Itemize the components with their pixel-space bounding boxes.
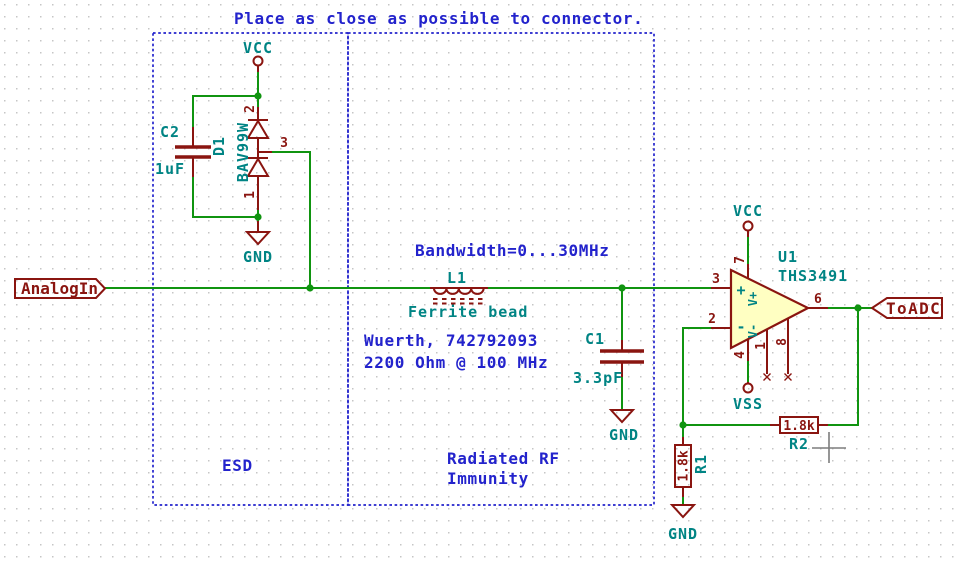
hier-label-analogin[interactable]: AnalogIn — [14, 278, 107, 299]
toadc-label[interactable]: ToADC — [886, 299, 941, 318]
vss-u1-label[interactable]: VSS — [733, 395, 763, 413]
opamp-u1[interactable]: + V+ - V- 3 2 6 7 4 1 8 U1 THS3491 — [708, 248, 848, 381]
esd-region-box[interactable]: ESD — [152, 32, 349, 506]
note-bandwidth[interactable]: Bandwidth=0...30MHz — [415, 241, 609, 260]
power-vcc-d1[interactable]: VCC — [243, 39, 273, 72]
power-gnd-d1[interactable]: GND — [243, 221, 273, 266]
wire-feedback-inverting[interactable] — [682, 327, 711, 437]
inductor-l1[interactable]: L1 Ferrite bead — [408, 269, 528, 321]
opamp-body-icon[interactable] — [729, 268, 811, 350]
gnd-triangle-icon — [608, 409, 636, 424]
inductor-arcs-icon — [433, 288, 485, 295]
u1-pin7-number: 7 — [733, 256, 748, 264]
analogin-label[interactable]: AnalogIn — [21, 279, 98, 298]
junction-feedback-divider — [679, 421, 687, 429]
resistor-r2[interactable]: 1.8k R2 — [770, 416, 828, 453]
wire-c2-top[interactable] — [192, 95, 258, 127]
wire-c2-bottom[interactable] — [192, 177, 258, 218]
u1-pin2-number: 2 — [708, 312, 716, 327]
c2-value[interactable]: 1uF — [155, 160, 185, 178]
resistor-body-icon[interactable] — [779, 416, 819, 434]
r1-value[interactable]: 1.8k — [677, 450, 692, 481]
note-part-spec[interactable]: 2200 Ohm @ 100 MHz — [364, 353, 548, 372]
crosshair-icon — [812, 432, 846, 463]
no-connect-pin8-icon — [784, 373, 792, 381]
d1-pin2-number: 2 — [243, 105, 258, 113]
r2-value[interactable]: 1.8k — [783, 419, 814, 434]
no-connect-pin1-icon — [763, 373, 771, 381]
esd-box-label[interactable]: ESD — [222, 456, 253, 475]
d1-value[interactable]: BAV99W — [234, 122, 252, 182]
d1-pin1-number: 1 — [243, 191, 258, 199]
u1-pin8-number: 8 — [775, 338, 790, 346]
analogin-flag-outline — [14, 278, 107, 299]
l1-value[interactable]: Ferrite bead — [408, 303, 528, 321]
u1-pin6-number: 6 — [814, 292, 822, 307]
wire-d1-tap[interactable] — [272, 151, 311, 288]
wire-output-feedback[interactable] — [828, 308, 859, 426]
power-gnd-r1[interactable]: GND — [668, 504, 698, 543]
junction-esd-main — [306, 284, 314, 292]
capacitor-c1[interactable]: C1 3.3pF — [573, 330, 644, 387]
junction-c1-main — [618, 284, 626, 292]
vcc-d1-label[interactable]: VCC — [243, 39, 273, 57]
power-vcc-u1[interactable]: VCC — [733, 202, 763, 237]
resistor-r1[interactable]: 1.8k R1 — [674, 437, 710, 497]
esd-box-outline[interactable] — [152, 32, 349, 506]
r1-reference[interactable]: R1 — [692, 454, 710, 474]
u1-vplus-marker: V+ — [746, 292, 760, 306]
power-vss-u1[interactable]: VSS — [733, 382, 763, 413]
d1-reference[interactable]: D1 — [210, 136, 228, 156]
gnd-c1-label[interactable]: GND — [609, 426, 639, 444]
rf-box-label-line2[interactable]: Immunity — [447, 469, 529, 488]
l1-reference[interactable]: L1 — [447, 269, 467, 287]
r2-reference[interactable]: R2 — [789, 435, 809, 453]
u1-reference[interactable]: U1 — [778, 248, 798, 266]
cursor-crosshair — [812, 432, 846, 463]
capacitor-c2[interactable]: C2 1uF — [155, 123, 211, 178]
note-part-number[interactable]: Wuerth, 742792093 — [364, 331, 538, 350]
d1-pin3-number: 3 — [280, 136, 288, 151]
power-gnd-c1[interactable]: GND — [608, 409, 639, 444]
toadc-flag-outline — [870, 297, 943, 319]
rf-box-outline[interactable] — [347, 32, 655, 506]
u1-value[interactable]: THS3491 — [778, 267, 848, 285]
note-title[interactable]: Place as close as possible to connector. — [234, 9, 643, 28]
capacitor-plates-icon — [175, 145, 211, 159]
u1-pin4-number: 4 — [733, 351, 748, 359]
u1-inverting-marker: - — [736, 318, 745, 336]
rf-region-box[interactable]: Radiated RF Immunity — [347, 32, 655, 506]
u1-pin1-number: 1 — [754, 342, 769, 350]
junction-vcc-c2 — [254, 92, 262, 100]
rf-box-label-line1[interactable]: Radiated RF — [447, 449, 560, 468]
u1-pin3-number: 3 — [712, 272, 720, 287]
wires[interactable] — [104, 72, 872, 505]
vcc-u1-label[interactable]: VCC — [733, 202, 763, 220]
junction-output — [854, 304, 862, 312]
c1-value[interactable]: 3.3pF — [573, 369, 623, 387]
c2-reference[interactable]: C2 — [160, 123, 180, 141]
c1-reference[interactable]: C1 — [585, 330, 605, 348]
capacitor-plates-icon — [600, 349, 644, 364]
junctions — [254, 92, 862, 429]
gnd-triangle-icon — [244, 221, 272, 246]
junction-gnd-c2 — [254, 213, 262, 221]
u1-vminus-marker: V- — [746, 324, 760, 338]
hier-label-toadc[interactable]: ToADC — [870, 297, 943, 319]
u1-noninverting-marker: + — [736, 281, 745, 299]
gnd-r1-label[interactable]: GND — [668, 525, 698, 543]
gnd-triangle-icon — [669, 504, 697, 519]
diode-d1[interactable]: D1 BAV99W 2 3 1 — [210, 105, 288, 210]
gnd-d1-label[interactable]: GND — [243, 248, 273, 266]
resistor-body-icon[interactable] — [674, 444, 692, 488]
